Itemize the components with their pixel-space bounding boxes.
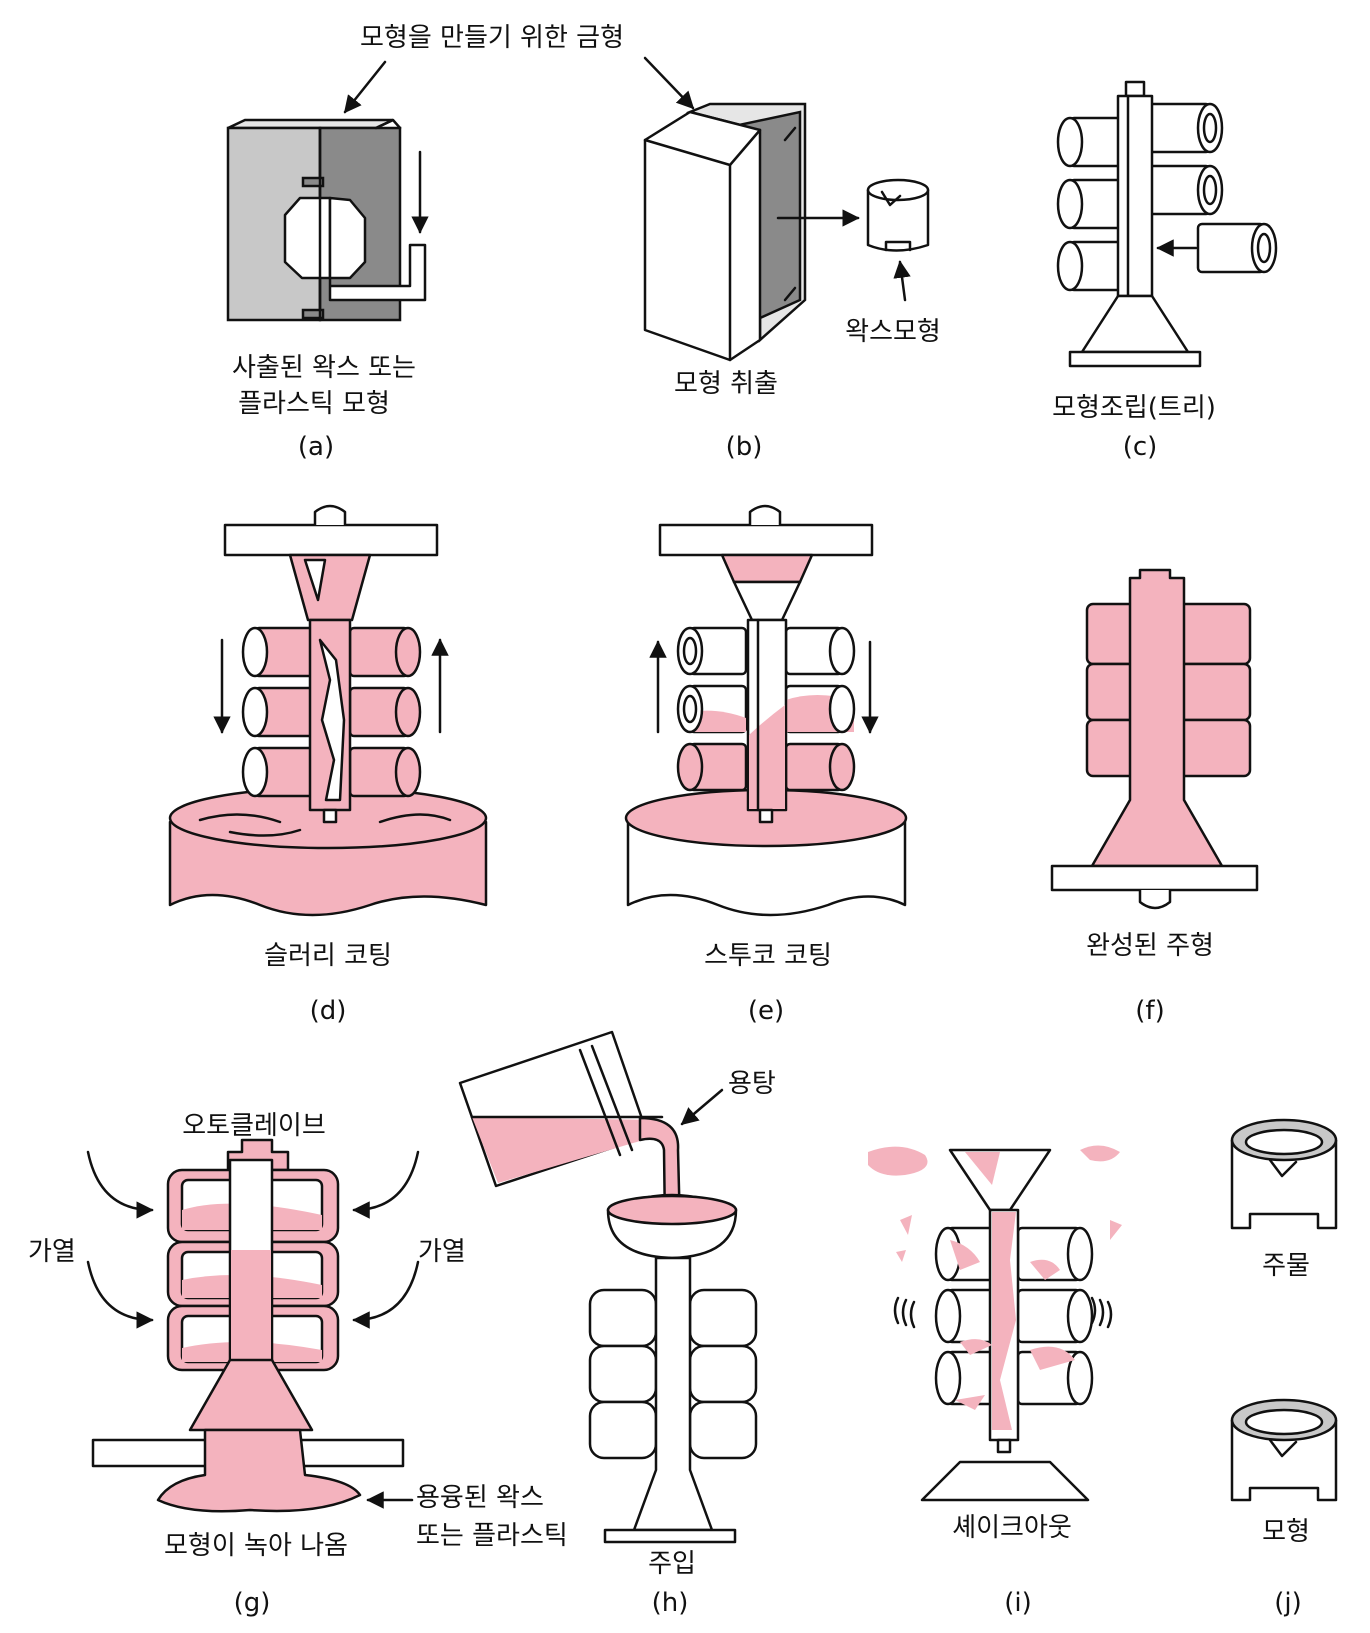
panel-b-tag: (b) bbox=[725, 432, 763, 462]
panel-j-pattern-label: 모형 bbox=[1262, 1517, 1310, 1547]
panel-f-label: 완성된 주형 bbox=[1086, 931, 1214, 961]
panel-e-label: 스투코 코팅 bbox=[704, 941, 832, 971]
panel-a-mold bbox=[226, 118, 429, 322]
tree-cylinder-left-2 bbox=[1056, 178, 1132, 230]
molten-metal-label: 용탕 bbox=[728, 1069, 776, 1099]
panel-c-tree bbox=[1056, 80, 1278, 368]
heat-arrow-right-bottom bbox=[352, 1260, 420, 1329]
panel-d-label: 슬러리 코팅 bbox=[264, 941, 392, 971]
heat-arrow-left-bottom bbox=[86, 1260, 154, 1329]
panel-g-label: 모형이 녹아 나옴 bbox=[164, 1531, 348, 1561]
wax-pattern-callout-line bbox=[893, 260, 911, 302]
mold-callout-line-b bbox=[643, 56, 695, 110]
panel-f-mold bbox=[1050, 568, 1259, 910]
panel-j-casting-label: 주물 bbox=[1262, 1251, 1310, 1281]
heat-arrow-right-top bbox=[352, 1150, 420, 1219]
mold-callout-line-a bbox=[343, 60, 387, 114]
molten-wax-label-line1: 용융된 왁스 bbox=[416, 1483, 544, 1513]
tree-cylinder-loose bbox=[1196, 222, 1278, 274]
panel-d-tag: (d) bbox=[309, 996, 347, 1026]
panel-h-label: 주입 bbox=[648, 1549, 696, 1579]
panel-j-casting bbox=[1230, 1118, 1338, 1230]
tree-cylinder-left-1 bbox=[1056, 116, 1132, 168]
panel-i-shakeout bbox=[868, 1145, 1122, 1502]
panel-b-label: 모형 취출 bbox=[674, 369, 778, 399]
panel-c-tag: (c) bbox=[1122, 432, 1158, 462]
panel-b-mold bbox=[643, 102, 930, 362]
panel-i-tag: (i) bbox=[1004, 1588, 1032, 1618]
shake-lines-right bbox=[1090, 1296, 1113, 1329]
tree-cylinder-right-2 bbox=[1142, 164, 1224, 216]
molten-metal-callout-line bbox=[680, 1088, 724, 1126]
panel-j-tag: (j) bbox=[1274, 1588, 1302, 1618]
panel-h-pouring bbox=[458, 1030, 758, 1544]
panel-d-slurry bbox=[168, 504, 488, 917]
panel-h-tag: (h) bbox=[651, 1588, 689, 1618]
panel-g-autoclave bbox=[86, 1138, 420, 1513]
panel-a-tag: (a) bbox=[297, 432, 335, 462]
panel-a-label-line1: 사출된 왁스 또는 bbox=[232, 353, 416, 383]
molten-wax-label-line2: 또는 플라스틱 bbox=[416, 1521, 568, 1551]
mold-for-pattern-label: 모형을 만들기 위한 금형 bbox=[360, 23, 624, 53]
tree-cylinder-right-1 bbox=[1142, 102, 1224, 154]
panel-j-pattern bbox=[1230, 1398, 1338, 1502]
heat-arrow-left-top bbox=[86, 1150, 154, 1219]
wax-pattern-label: 왁스모형 bbox=[845, 317, 941, 347]
panel-a-label-line2: 플라스틱 모형 bbox=[238, 389, 390, 419]
heat-right-label: 가열 bbox=[418, 1237, 466, 1267]
panel-g-tag: (g) bbox=[233, 1588, 271, 1618]
panel-i-label: 셰이크아웃 bbox=[952, 1513, 1072, 1543]
shake-lines-left bbox=[893, 1296, 916, 1329]
tree-cylinder-left-3 bbox=[1056, 240, 1132, 292]
panel-e-tag: (e) bbox=[747, 996, 785, 1026]
panel-e-stucco bbox=[624, 504, 908, 917]
autoclave-label: 오토클레이브 bbox=[182, 1111, 326, 1141]
panel-f-tag: (f) bbox=[1135, 996, 1165, 1026]
panel-c-label: 모형조립(트리) bbox=[1052, 393, 1216, 423]
heat-left-label: 가열 bbox=[28, 1237, 76, 1267]
